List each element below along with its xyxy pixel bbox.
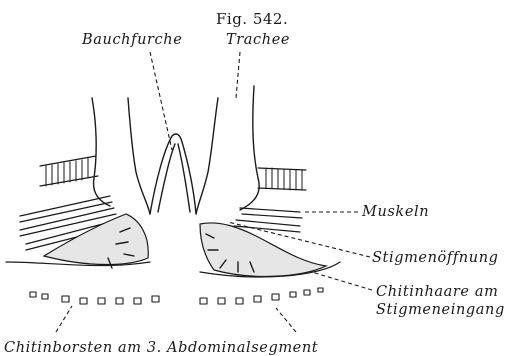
left-stigma-region: [44, 214, 148, 265]
label-trachee: Trachee: [226, 32, 290, 48]
label-chitinhaare-line2: Stigmeneingang: [376, 302, 505, 318]
ventral-furrow: [150, 134, 196, 214]
leader-lines: [56, 52, 372, 332]
label-bauchfurche: Bauchfurche: [81, 32, 182, 48]
label-chitinhaare-line1: Chitinhaare am: [376, 284, 498, 300]
leader-trachee: [236, 52, 240, 98]
left-trachea: [92, 98, 150, 214]
label-chitinborsten: Chitinborsten am 3. Abdominalsegment: [4, 340, 318, 356]
leader-chitinborsten-left: [56, 306, 72, 332]
right-stigma-region: [200, 223, 326, 276]
chitin-bristles-right: [200, 288, 323, 304]
chitin-bristles-left: [30, 292, 159, 304]
right-trachea: [196, 86, 259, 214]
specimen-drawing: [6, 86, 340, 304]
label-muskeln: Muskeln: [361, 204, 429, 220]
figure-number: Fig. 542.: [216, 10, 288, 28]
right-branch-rings: [266, 168, 302, 190]
label-stigmenoeffnung: Stigmenöffnung: [372, 250, 499, 266]
right-muscles: [234, 168, 306, 232]
leader-bauchfurche: [150, 52, 172, 150]
leader-chitinborsten-right: [276, 308, 296, 332]
